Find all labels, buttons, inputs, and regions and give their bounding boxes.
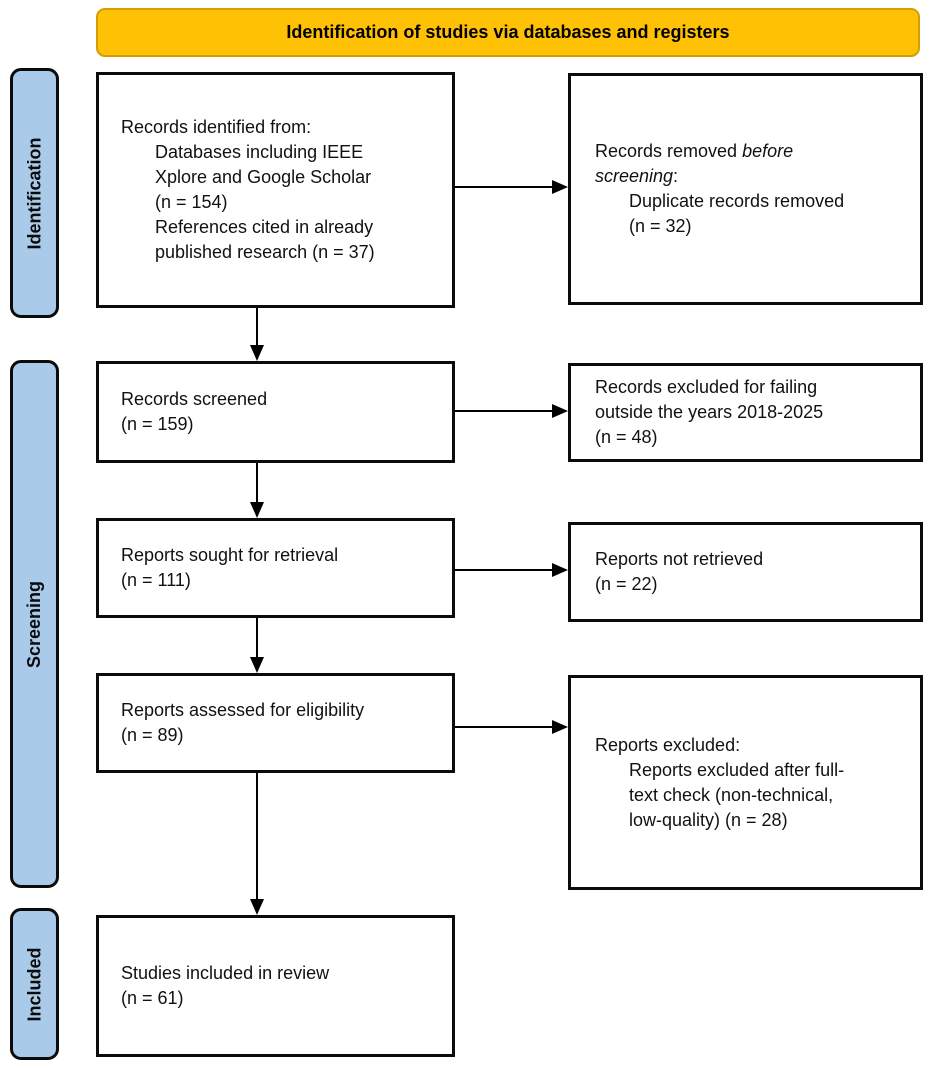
box-text-line: Databases including IEEE Xplore and Goog… xyxy=(155,142,372,212)
box-text-line: Records identified from: xyxy=(121,117,312,137)
box-records-excluded: Records excluded for failing outside the… xyxy=(568,363,923,462)
box-records-screened: Records screened (n = 159) xyxy=(96,361,455,463)
stage-included: Included xyxy=(10,908,59,1060)
box-text-line: References cited in already published re… xyxy=(155,217,375,262)
box-text-line: Reports excluded: xyxy=(595,734,741,755)
box-text-line: Reports excluded after full-text check (… xyxy=(629,759,845,830)
arrow-sought-to-not-retrieved xyxy=(455,563,568,577)
stage-screening: Screening xyxy=(10,360,59,888)
arrow-sought-to-assessed xyxy=(250,618,264,673)
arrow-identified-to-removed xyxy=(455,180,568,194)
stage-screening-label: Screening xyxy=(24,580,44,668)
box-reports-excluded: Reports excluded: Reports excluded after … xyxy=(568,675,923,890)
box-text-line: Records removed before screening: xyxy=(595,141,794,186)
box-text-line: Studies included in review xyxy=(121,963,330,983)
box-text-line: Records screened xyxy=(121,389,268,409)
box-reports-sought-for-retrieval: Reports sought for retrieval (n = 111) xyxy=(96,518,455,618)
box-text-line: Reports sought for retrieval xyxy=(121,545,339,565)
box-text-line: Duplicate records removed (n = 32) xyxy=(629,191,845,236)
box-text-line: Reports assessed for eligibility xyxy=(121,700,365,720)
stage-included-label: Included xyxy=(24,946,45,1022)
arrow-identified-to-screened xyxy=(250,308,264,361)
box-text-line: (n = 61) xyxy=(121,988,184,1008)
stage-identification-label: Identification xyxy=(24,137,44,249)
diagram-title: Identification of studies via databases … xyxy=(286,22,730,42)
box-studies-included-in-review: Studies included in review (n = 61) xyxy=(96,915,455,1057)
box-text-line: (n = 159) xyxy=(121,414,194,434)
arrow-assessed-to-reports-excluded xyxy=(455,720,568,734)
arrow-assessed-to-included xyxy=(250,773,264,915)
arrow-screened-to-sought xyxy=(250,463,264,518)
stage-identification: Identification xyxy=(10,68,59,318)
box-text-line: (n = 22) xyxy=(595,574,658,594)
box-text-line: (n = 89) xyxy=(121,725,184,745)
diagram-title-banner: Identification of studies via databases … xyxy=(96,8,920,57)
box-records-identified: Records identified from: Databases includ… xyxy=(96,72,455,308)
box-text-line: (n = 48) xyxy=(595,427,658,447)
box-text-line: Reports not retrieved xyxy=(595,549,764,569)
box-records-removed-before-screening: Records removed before screening: Duplica… xyxy=(568,73,923,305)
box-text-line: Records excluded for failing outside the… xyxy=(595,377,824,422)
box-reports-not-retrieved: Reports not retrieved (n = 22) xyxy=(568,522,923,622)
arrow-screened-to-excluded xyxy=(455,404,568,418)
box-reports-assessed-for-eligibility: Reports assessed for eligibility (n = 89) xyxy=(96,673,455,773)
box-text-line: (n = 111) xyxy=(121,570,191,590)
